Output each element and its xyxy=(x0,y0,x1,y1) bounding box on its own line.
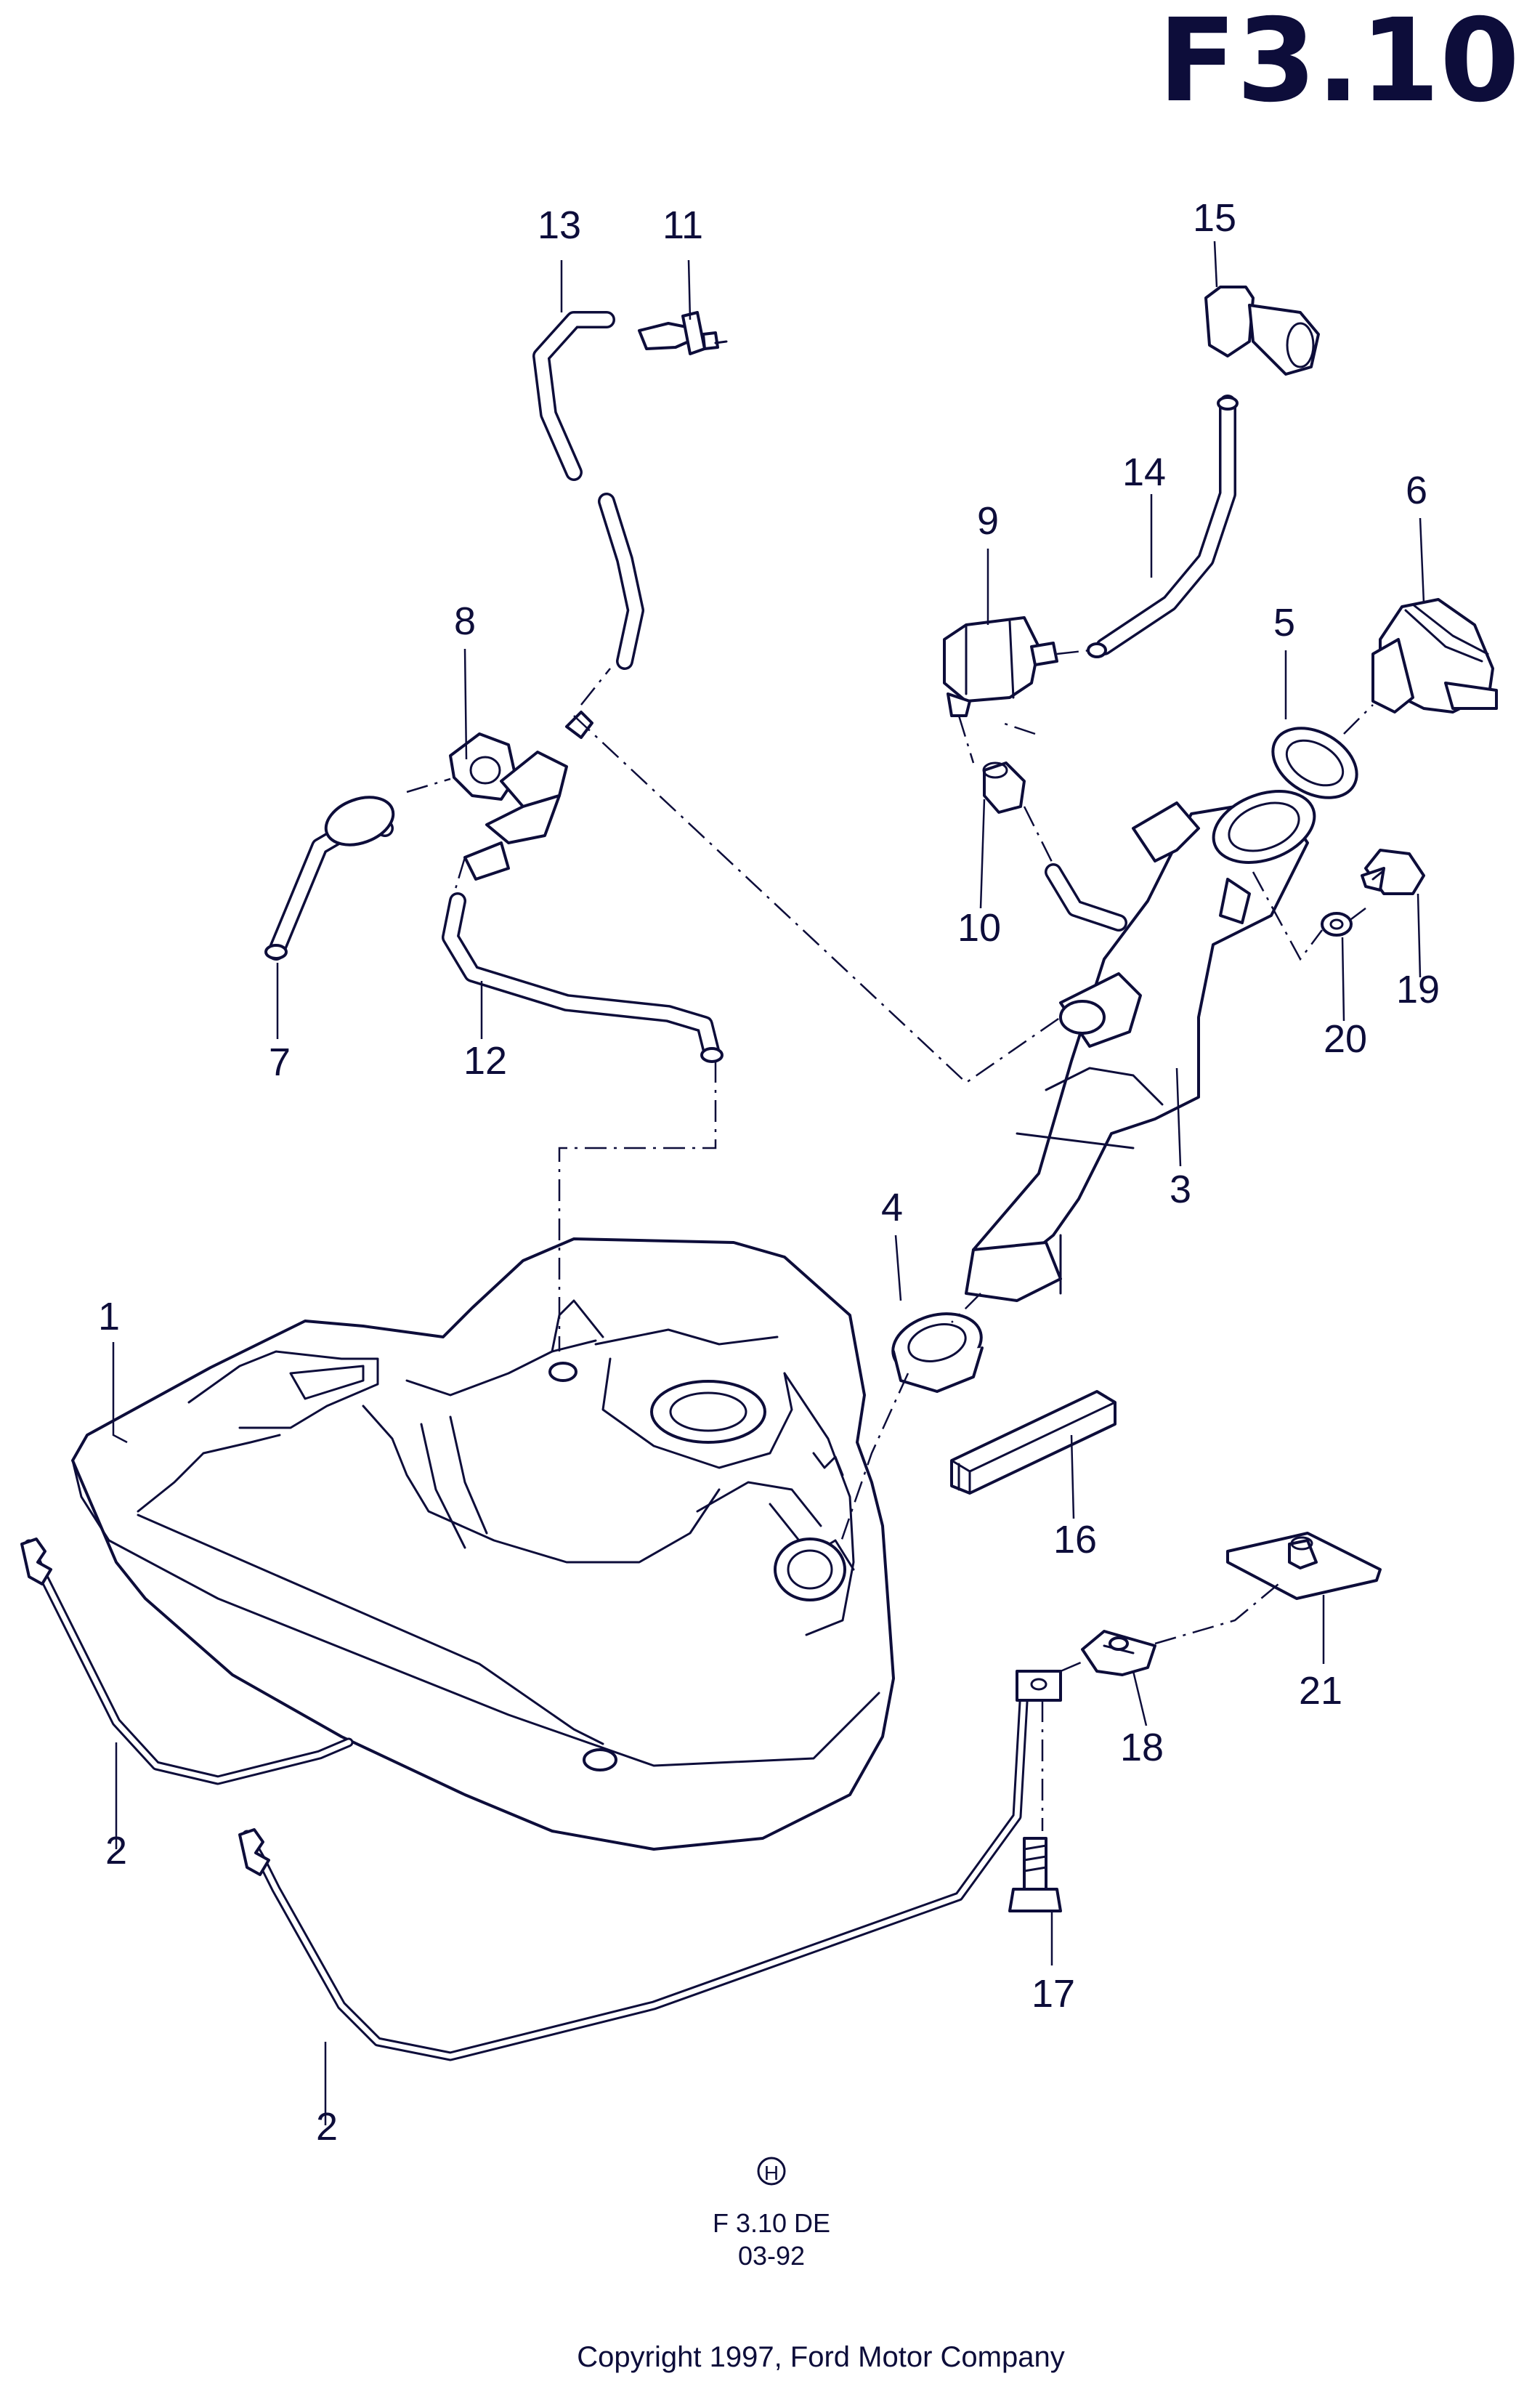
cap-washer xyxy=(1321,912,1353,937)
callout-5: 5 xyxy=(1273,601,1295,645)
footer: H F 3.10 DE 03-92 Copyright 1997, Ford M… xyxy=(577,2157,1065,2373)
foam-pad xyxy=(950,1390,1116,1495)
assembly-lines xyxy=(406,649,1374,1831)
callout-17: 17 xyxy=(1032,1972,1075,2016)
vent-valve xyxy=(449,711,593,881)
filler-cap xyxy=(1371,598,1498,714)
callout-10: 10 xyxy=(957,906,1001,950)
drawing-code: F 3.10 DE xyxy=(713,2208,830,2238)
check-valve xyxy=(638,311,728,355)
filler-breather-hose xyxy=(1045,863,1127,932)
callout-1: 1 xyxy=(98,1295,120,1338)
callout-4: 4 xyxy=(881,1186,903,1229)
callout-2-upper-strap: 2 xyxy=(105,1829,127,1872)
callout-13: 13 xyxy=(538,203,581,247)
callout-12: 12 xyxy=(463,1039,507,1083)
callout-18: 18 xyxy=(1120,1726,1164,1769)
strap-bolt xyxy=(1008,1837,1062,1912)
filler-vent-nozzle xyxy=(1204,286,1320,376)
callout-6: 6 xyxy=(1406,469,1427,512)
grommet xyxy=(891,1312,984,1393)
drawing-date: 03-92 xyxy=(738,2241,805,2271)
callout-3: 3 xyxy=(1170,1168,1191,1211)
tank-strap-lower xyxy=(238,1670,1062,2061)
callout-8: 8 xyxy=(454,599,476,643)
callout-14: 14 xyxy=(1122,450,1166,494)
callout-20: 20 xyxy=(1324,1017,1367,1061)
rollover-valve xyxy=(943,616,1058,717)
callout-9: 9 xyxy=(977,499,999,543)
region-symbol: H xyxy=(764,2162,779,2184)
page-code: F3.10 xyxy=(1158,0,1520,128)
filler-gasket xyxy=(1271,727,1358,799)
tank-strap-upper xyxy=(20,1538,354,1785)
cap-bolt xyxy=(1361,849,1425,895)
callout-2-lower-strap: 2 xyxy=(316,2105,338,2149)
mounting-plate xyxy=(1226,1532,1382,1600)
callout-7: 7 xyxy=(269,1041,291,1084)
filler-vent-hose xyxy=(1087,395,1239,658)
callout-16: 16 xyxy=(1053,1518,1097,1561)
vent-hose-upper xyxy=(532,311,644,670)
fuel-tank xyxy=(71,1237,895,1851)
hose-connector xyxy=(982,761,1026,814)
callout-labels: 1 2 2 3 4 5 6 7 8 9 10 11 12 13 14 15 16… xyxy=(98,196,1440,2149)
callout-19: 19 xyxy=(1396,968,1440,1011)
vent-hose-lower xyxy=(442,892,724,1063)
region-symbol-icon xyxy=(757,2157,786,2186)
callout-21: 21 xyxy=(1299,1669,1342,1713)
callout-15: 15 xyxy=(1193,196,1236,240)
callout-11: 11 xyxy=(662,203,703,247)
filler-pipe xyxy=(965,790,1316,1302)
clip-nut xyxy=(1081,1630,1156,1676)
copyright-notice: Copyright 1997, Ford Motor Company xyxy=(577,2341,1064,2373)
breather-hose-short xyxy=(264,796,395,961)
leader-lines xyxy=(112,241,1425,2125)
